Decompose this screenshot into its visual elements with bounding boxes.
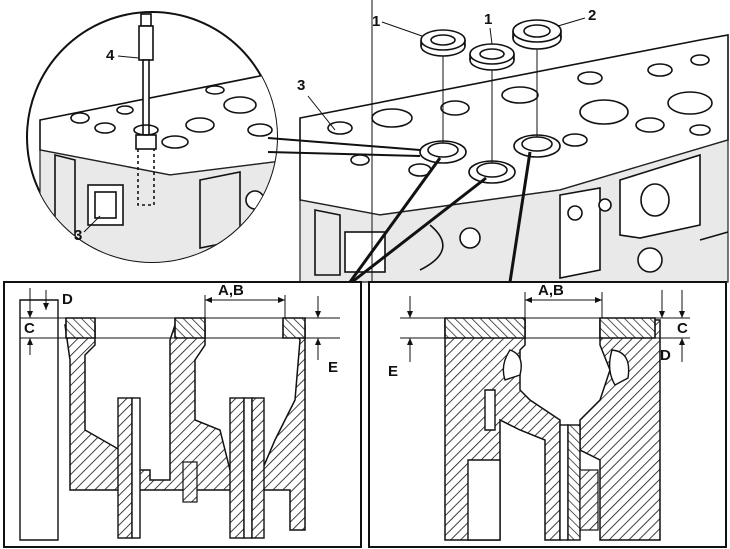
label-dim-c-left: C xyxy=(24,320,35,337)
label-dim-e-right: E xyxy=(388,363,398,380)
deck-holes xyxy=(327,54,713,177)
label-dim-d-left: D xyxy=(62,291,73,308)
label-head-main: 3 xyxy=(297,77,305,94)
label-dim-ab-left: A,B xyxy=(218,282,244,299)
section-leaders xyxy=(348,151,532,284)
label-head-inset: 3 xyxy=(74,227,82,244)
valve-seat-ring-2-right xyxy=(512,19,562,137)
valve-seat-ring-1-left xyxy=(420,29,466,143)
label-dim-c-right: C xyxy=(677,320,688,337)
cylinder-head-main xyxy=(299,0,729,283)
label-tool: 4 xyxy=(106,47,115,64)
section-right: A,B C D E xyxy=(368,281,727,548)
label-dim-ab-right: A,B xyxy=(538,282,564,299)
inset-leader xyxy=(267,137,421,157)
section-left: D C A,B E xyxy=(3,281,362,548)
head-front-details xyxy=(314,153,729,279)
valve-seat-bores xyxy=(419,134,561,184)
label-ring-right: 2 xyxy=(588,7,596,24)
label-dim-d-right: D xyxy=(660,347,671,364)
inset-detail-tool: 4 3 xyxy=(26,11,278,263)
valve-seat-ring-1-mid xyxy=(469,43,515,163)
label-ring-mid: 1 xyxy=(484,11,492,28)
label-dim-e-left: E xyxy=(328,359,338,376)
label-ring-left: 1 xyxy=(372,13,380,30)
